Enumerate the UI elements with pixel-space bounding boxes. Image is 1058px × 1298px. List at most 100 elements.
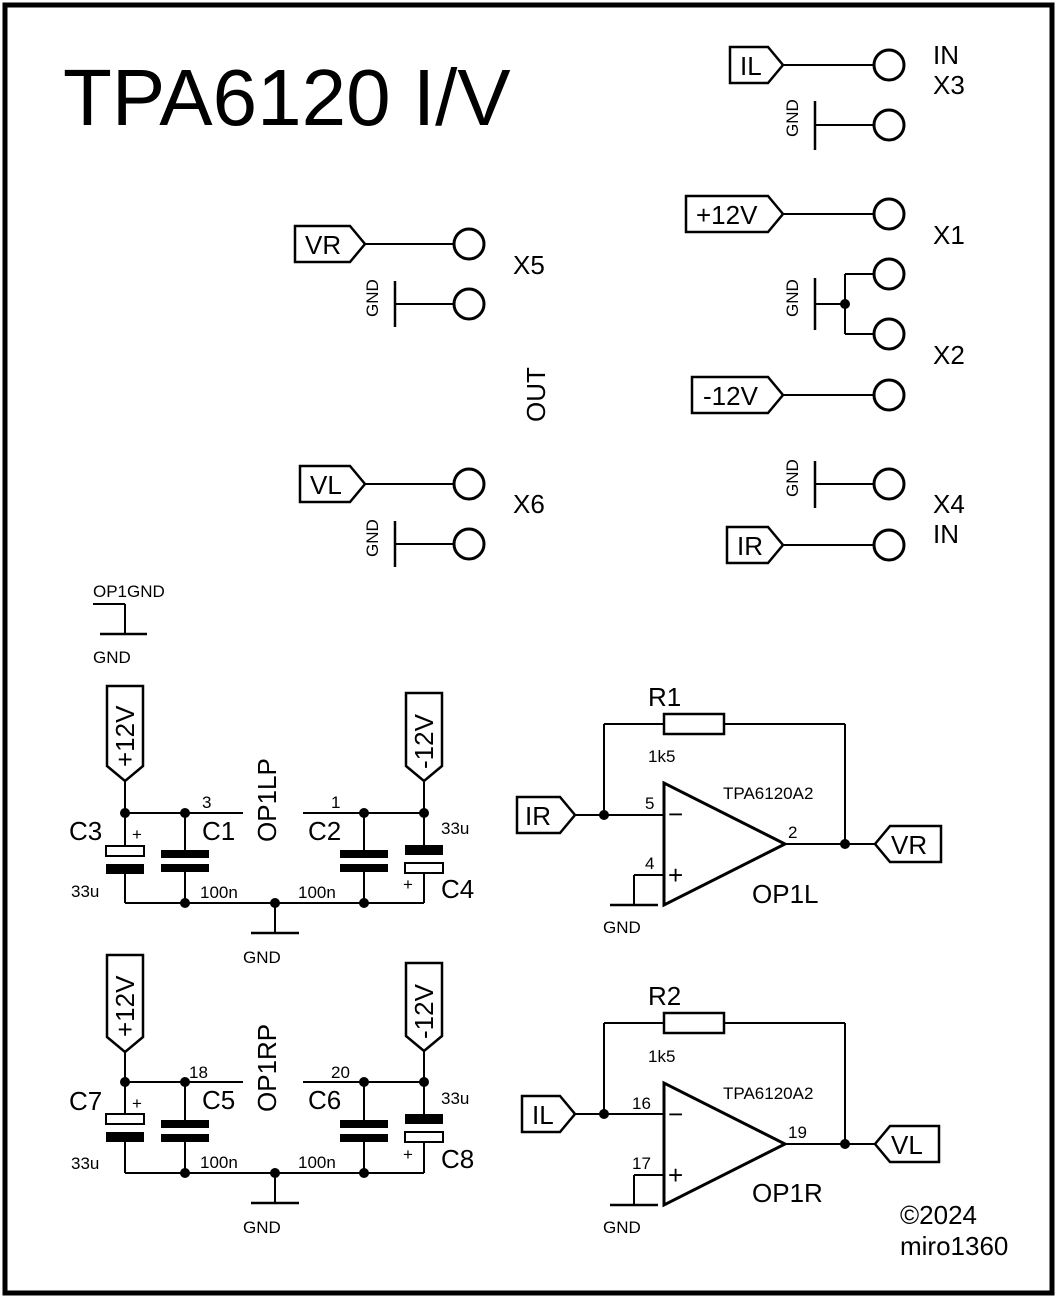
pad-x2-1 bbox=[872, 317, 906, 351]
pin-2: 2 bbox=[788, 823, 797, 842]
resistor-r2 bbox=[662, 1011, 726, 1035]
pin-19: 19 bbox=[788, 1123, 807, 1142]
gnd-label-op1l: GND bbox=[603, 918, 641, 937]
pad-x3-1 bbox=[872, 48, 906, 82]
pad-x1-2 bbox=[872, 257, 906, 291]
label-r1: R1 bbox=[648, 682, 681, 712]
c4-plus: + bbox=[403, 875, 413, 894]
pad-x1-1 bbox=[872, 197, 906, 231]
net-label-vr-x5: VR bbox=[305, 230, 341, 260]
net-label-pos12-c3: +12V bbox=[110, 705, 140, 767]
pin-3: 3 bbox=[202, 793, 211, 812]
cap-c1-plate-bot bbox=[161, 864, 209, 872]
copyright-year: ©2024 bbox=[900, 1200, 977, 1230]
net-label-neg12-c8: -12V bbox=[409, 983, 439, 1039]
value-c7: 33u bbox=[71, 1154, 99, 1173]
net-flag-vl-x6 bbox=[298, 464, 367, 504]
op1gnd-symbol: OP1GND GND bbox=[93, 582, 165, 667]
pin-5: 5 bbox=[645, 794, 654, 813]
resistor-r1 bbox=[662, 712, 726, 736]
pin-1: 1 bbox=[331, 793, 340, 812]
label-in-top: IN bbox=[933, 40, 959, 70]
opamp-op1r: IL R2 1k5 − + 16 17 GND 19 VL TPA6120A2 … bbox=[520, 981, 941, 1237]
pad-x6-1 bbox=[452, 467, 486, 501]
pad-x3-2 bbox=[872, 108, 906, 142]
net-label-vl-op1r: VL bbox=[891, 1130, 923, 1160]
label-op1lp: OP1LP bbox=[252, 758, 282, 842]
net-flag-pos12-c3 bbox=[105, 684, 145, 783]
net-label-neg12-c4: -12V bbox=[409, 713, 439, 769]
c7-plus: + bbox=[132, 1094, 142, 1113]
label-x5: X5 bbox=[513, 250, 545, 280]
connector-x3: IL GND IN X3 bbox=[728, 40, 965, 150]
cap-c2-plate-top bbox=[340, 850, 388, 858]
label-c4: C4 bbox=[441, 874, 474, 904]
gnd-label-x3: GND bbox=[783, 99, 802, 137]
pin-17: 17 bbox=[632, 1154, 651, 1173]
opamp-op1l: IR R1 1k5 − + 5 4 GND 2 VR TPA6120A2 OP1… bbox=[515, 682, 943, 937]
pad-x5-2 bbox=[452, 287, 486, 321]
cap-c4-plate-neg bbox=[405, 845, 443, 855]
label-x2: X2 bbox=[933, 340, 965, 370]
label-x4: X4 bbox=[933, 489, 965, 519]
net-label-vl-x6: VL bbox=[310, 470, 342, 500]
value-r2: 1k5 bbox=[648, 1047, 675, 1066]
decoupling-op1rp: +12V 18 + C7 33u C5 100n OP1RP 20 -12V C… bbox=[69, 953, 474, 1237]
gnd-label-x2: GND bbox=[783, 279, 802, 317]
cap-c6-plate-top bbox=[340, 1120, 388, 1128]
net-flag-vl-op1r bbox=[873, 1124, 941, 1164]
op1r-minus: − bbox=[668, 1099, 683, 1129]
value-c1: 100n bbox=[200, 883, 238, 902]
op1r-plus: + bbox=[668, 1160, 683, 1190]
op1l-plus: + bbox=[668, 860, 683, 890]
net-flag-neg12-c4 bbox=[404, 691, 444, 783]
net-flag-il-op1r bbox=[520, 1094, 577, 1134]
pin-16: 16 bbox=[632, 1094, 651, 1113]
net-flag-ir-op1l bbox=[515, 795, 577, 835]
net-flag-vr-op1l bbox=[873, 824, 943, 864]
value-c3: 33u bbox=[71, 882, 99, 901]
label-c6: C6 bbox=[308, 1085, 341, 1115]
net-flag-ir-x4 bbox=[725, 525, 785, 565]
model-op1r: TPA6120A2 bbox=[723, 1084, 813, 1103]
label-x1: X1 bbox=[933, 220, 965, 250]
net-flag-pos12-x1 bbox=[684, 194, 785, 234]
connector-x6: VL GND X6 bbox=[298, 464, 545, 567]
c8-plus: + bbox=[403, 1145, 413, 1164]
pad-x4-1 bbox=[872, 467, 906, 501]
connector-x1: +12V X1 bbox=[684, 194, 965, 250]
pad-x4-2 bbox=[872, 528, 906, 562]
cap-c3-plate-neg bbox=[106, 864, 144, 874]
connector-x2: GND X2 -12V bbox=[690, 257, 965, 415]
c3-plus: + bbox=[132, 825, 142, 844]
cap-c1-plate-top bbox=[161, 850, 209, 858]
cap-c4-plate-pos bbox=[404, 862, 444, 874]
sheet-title: TPA6120 I/V bbox=[63, 53, 511, 142]
cap-c5-plate-top bbox=[161, 1120, 209, 1128]
net-label-pos12-c7: +12V bbox=[110, 975, 140, 1037]
label-out: OUT bbox=[521, 367, 551, 422]
gnd-label-op1lp: GND bbox=[243, 948, 281, 967]
model-op1l: TPA6120A2 bbox=[723, 784, 813, 803]
op1l-minus: − bbox=[668, 799, 683, 829]
value-c2: 100n bbox=[298, 883, 336, 902]
pad-x2-2 bbox=[872, 378, 906, 412]
label-c8: C8 bbox=[441, 1144, 474, 1174]
label-x3: X3 bbox=[933, 70, 965, 100]
net-flag-neg12-x2 bbox=[690, 375, 785, 415]
label-c3: C3 bbox=[69, 816, 102, 846]
cap-c3-plate-pos bbox=[105, 845, 145, 857]
connector-x4: GND IR X4 IN bbox=[725, 459, 965, 565]
net-label-ir-op1l: IR bbox=[525, 801, 551, 831]
value-c5: 100n bbox=[200, 1153, 238, 1172]
opamp-triangle-op1l bbox=[662, 780, 789, 908]
net-label-vr-op1l: VR bbox=[891, 830, 927, 860]
label-in-bottom: IN bbox=[933, 519, 959, 549]
pin-18: 18 bbox=[189, 1063, 208, 1082]
label-op1l: OP1L bbox=[752, 879, 819, 909]
label-r2: R2 bbox=[648, 981, 681, 1011]
cap-c2-plate-bot bbox=[340, 864, 388, 872]
net-flag-vr-x5 bbox=[293, 224, 367, 264]
net-label-ir-x4: IR bbox=[737, 531, 763, 561]
